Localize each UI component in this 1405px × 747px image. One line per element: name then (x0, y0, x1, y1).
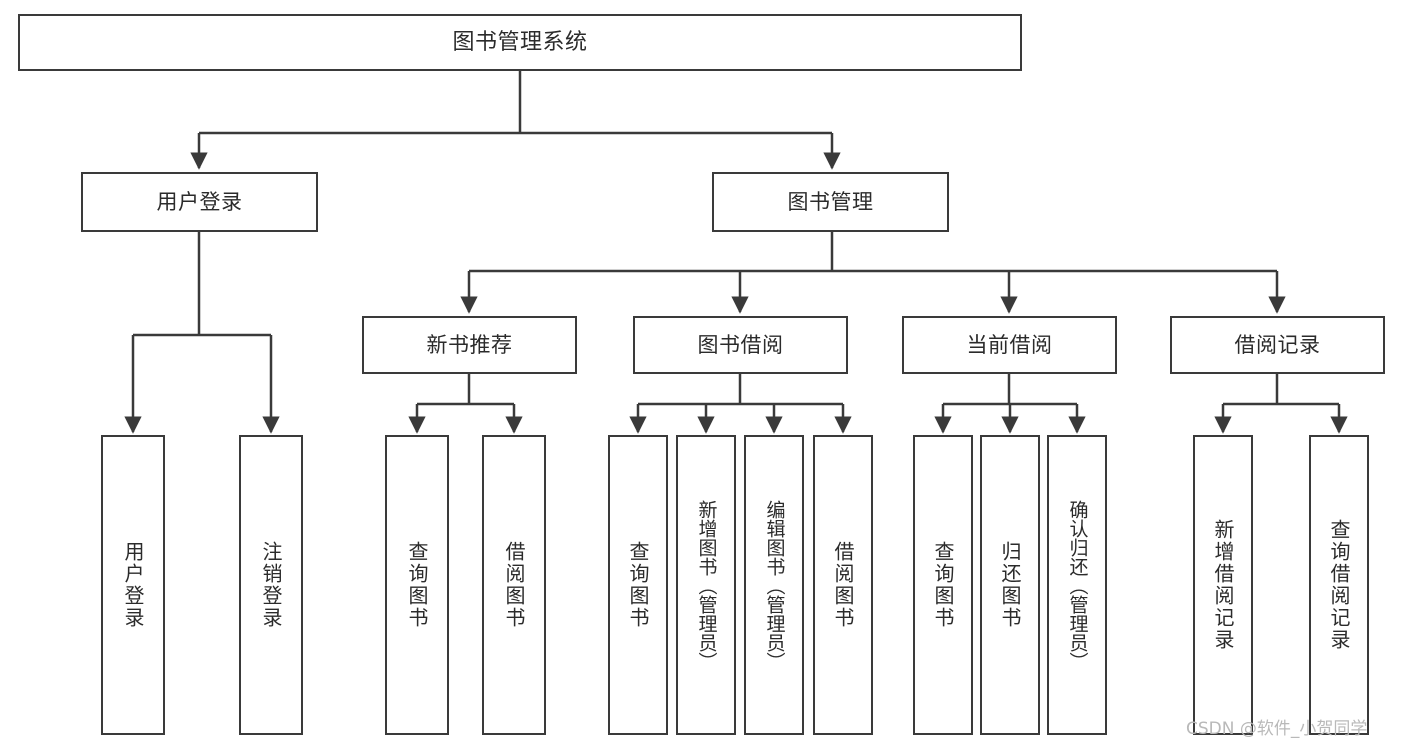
leaf-records-add-record-label: 新增借阅记录 (1211, 519, 1235, 651)
node-root-label: 图书管理系统 (452, 29, 588, 55)
leaf-new-book-borrow-label: 借阅图书 (502, 541, 526, 629)
leaf-user-login-signin-label: 用户登录 (121, 541, 145, 629)
leaf-current-confirm-return-admin-label: 确认归还（管理员） (1066, 499, 1089, 671)
node-book-borrow[interactable]: 图书借阅 (633, 316, 848, 374)
leaf-user-login-signout-label: 注销登录 (259, 541, 283, 629)
csdn-watermark: CSDN @软件_小贺同学 (1186, 719, 1368, 739)
leaf-current-return-book[interactable]: 归还图书 (980, 435, 1040, 735)
leaf-user-login-signout[interactable]: 注销登录 (239, 435, 303, 735)
node-new-book-recommend-label: 新书推荐 (426, 332, 513, 357)
node-borrow-records[interactable]: 借阅记录 (1170, 316, 1385, 374)
leaf-current-query-label: 查询图书 (931, 541, 955, 629)
leaf-current-return-book-label: 归还图书 (998, 541, 1022, 629)
node-book-borrow-label: 图书借阅 (697, 332, 784, 357)
leaf-new-book-borrow[interactable]: 借阅图书 (482, 435, 546, 735)
node-current-borrow[interactable]: 当前借阅 (902, 316, 1117, 374)
leaf-new-book-query-label: 查询图书 (405, 541, 429, 629)
node-new-book-recommend[interactable]: 新书推荐 (362, 316, 577, 374)
leaf-current-query[interactable]: 查询图书 (913, 435, 973, 735)
node-user-login-label: 用户登录 (156, 189, 243, 214)
leaf-borrow-edit-book-admin-label: 编辑图书（管理员） (763, 499, 786, 671)
leaf-user-login-signin[interactable]: 用户登录 (101, 435, 165, 735)
node-book-management-label: 图书管理 (787, 189, 874, 214)
leaf-borrow-query-label: 查询图书 (626, 541, 650, 629)
leaf-current-confirm-return-admin[interactable]: 确认归还（管理员） (1047, 435, 1107, 735)
leaf-records-query-record-label: 查询借阅记录 (1327, 519, 1351, 651)
node-root[interactable]: 图书管理系统 (18, 14, 1022, 71)
node-borrow-records-label: 借阅记录 (1234, 332, 1321, 357)
node-current-borrow-label: 当前借阅 (966, 332, 1053, 357)
leaf-borrow-edit-book-admin[interactable]: 编辑图书（管理员） (744, 435, 804, 735)
leaf-new-book-query[interactable]: 查询图书 (385, 435, 449, 735)
leaf-borrow-borrow-book[interactable]: 借阅图书 (813, 435, 873, 735)
node-book-management[interactable]: 图书管理 (712, 172, 949, 232)
leaf-borrow-add-book-admin[interactable]: 新增图书（管理员） (676, 435, 736, 735)
leaf-records-add-record[interactable]: 新增借阅记录 (1193, 435, 1253, 735)
node-user-login[interactable]: 用户登录 (81, 172, 318, 232)
leaf-borrow-borrow-book-label: 借阅图书 (831, 541, 855, 629)
leaf-borrow-query[interactable]: 查询图书 (608, 435, 668, 735)
leaf-borrow-add-book-admin-label: 新增图书（管理员） (695, 499, 718, 671)
leaf-records-query-record[interactable]: 查询借阅记录 (1309, 435, 1369, 735)
